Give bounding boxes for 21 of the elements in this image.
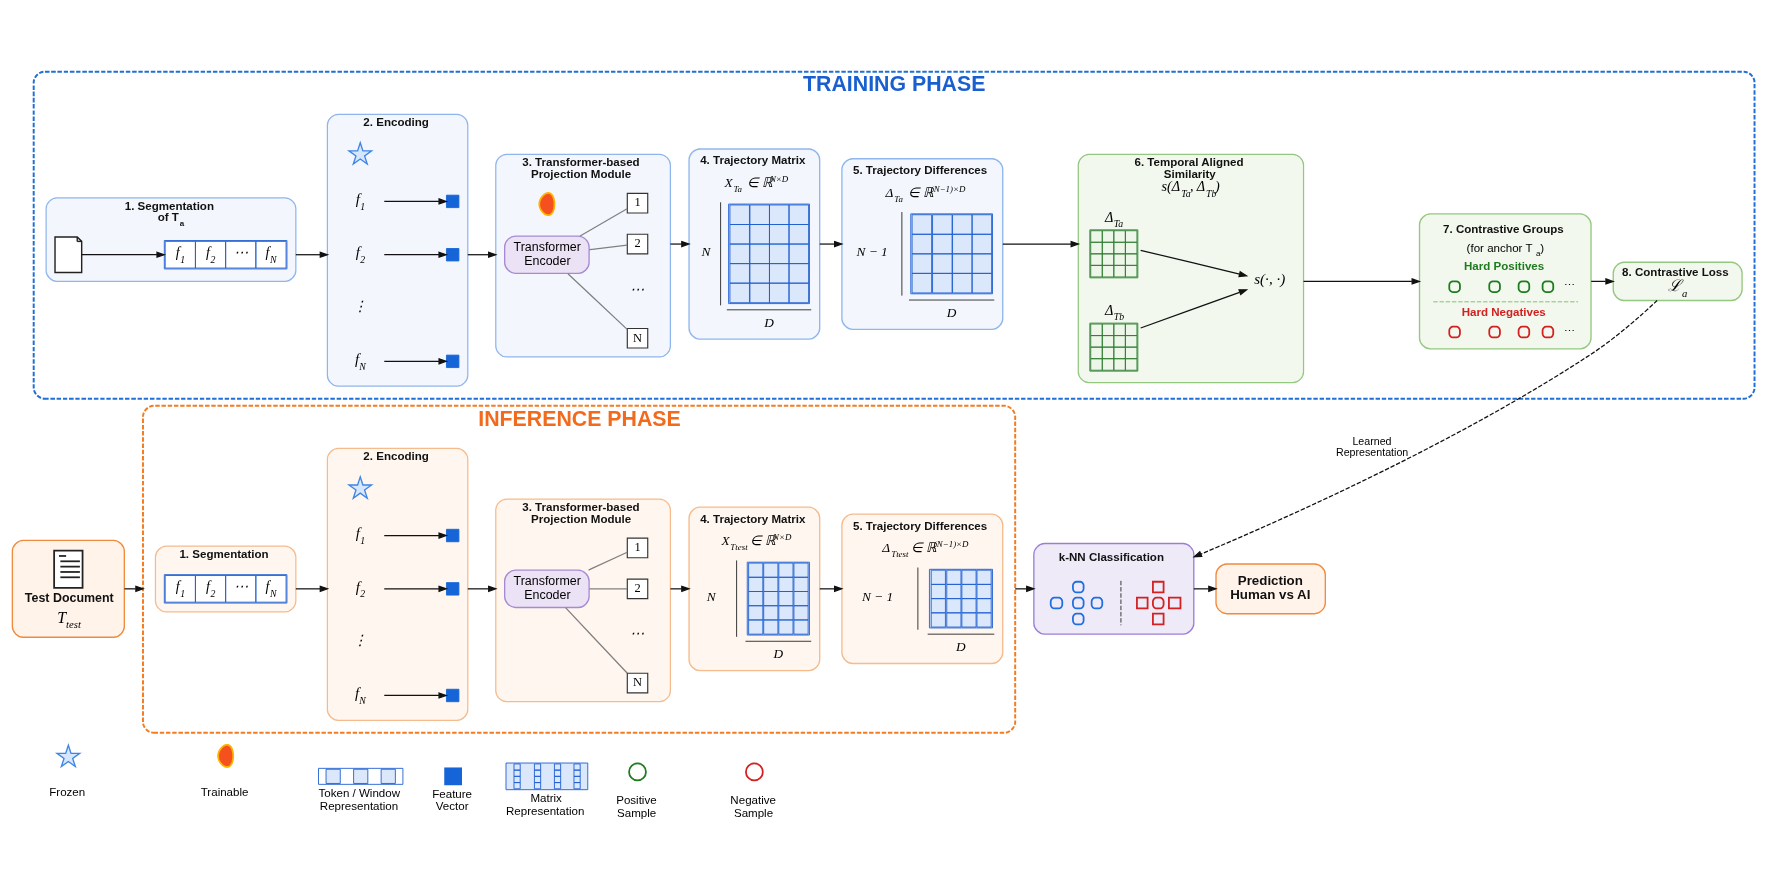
legend-label: Token / Window Representation [318,786,401,812]
node-text: f$_{N}$ [354,350,366,372]
node-text: f$_{1}$ [355,190,366,212]
label: ⋯ [630,624,645,641]
legend-label: Positive Sample [616,793,657,819]
node-text: s(·, ·) [1254,270,1286,287]
label: ⋮ [353,631,368,648]
node-text: f$_{2}$ [355,578,366,599]
legend-label: Negative Sample [730,793,776,819]
edge-label: Learned Representation [1335,434,1409,458]
node-label: Δ$_{Tb}$ [1104,301,1125,322]
label: ⋯ [630,280,645,297]
legend-label: Frozen [49,785,86,798]
node-text: f$_{N}$ [354,684,366,706]
legend-label: Feature Vector [432,787,473,812]
label: ⋮ [353,297,368,314]
legend-label: Trainable [200,785,249,798]
node-label: Δ$_{Ta}$ [1104,208,1124,229]
node-text: f$_{2}$ [355,243,366,265]
node-text: f$_{1}$ [355,524,366,546]
legend-label: Matrix Representation [506,791,585,817]
